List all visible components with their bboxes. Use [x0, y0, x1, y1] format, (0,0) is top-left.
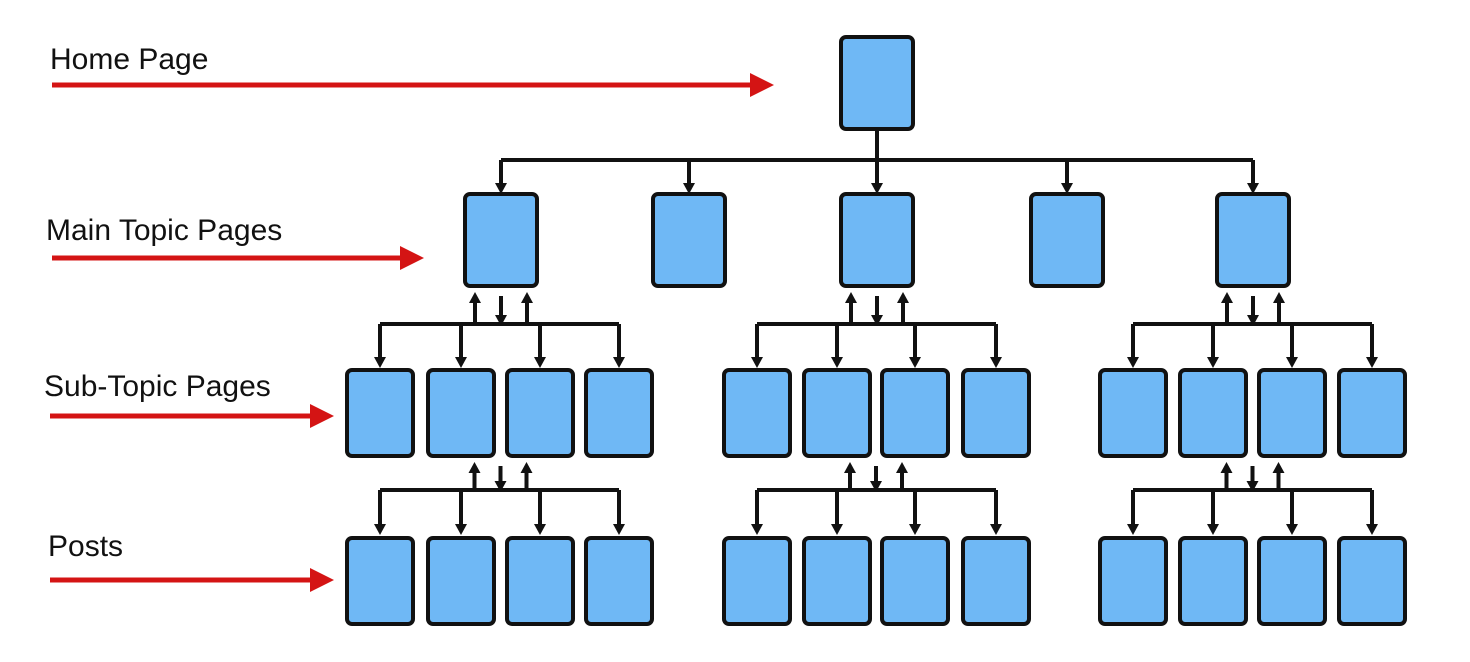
group-2-sub-post-up-head: [896, 462, 908, 473]
group-3-subtopic-box-2: [1178, 368, 1248, 458]
level-label-main: Main Topic Pages: [46, 214, 282, 247]
group-3-post-arrowhead-3: [1286, 524, 1298, 535]
group-2-post-box-4: [961, 536, 1031, 626]
group-3-post-arrowhead-2: [1207, 524, 1219, 535]
group-2-sub-post-down-head: [870, 481, 882, 492]
level-label-sub: Sub-Topic Pages: [44, 370, 271, 403]
group-2-subtopic-box-1: [722, 368, 792, 458]
group-3-subtopic-box-3: [1257, 368, 1327, 458]
group-1-subtopic-box-3: [505, 368, 575, 458]
group-1-sub-post-up-head: [520, 462, 533, 473]
group-2-post-box-1: [722, 536, 792, 626]
group-3-sub-post-up-head: [1220, 462, 1233, 473]
group-2-post-arrowhead-2: [831, 524, 843, 535]
group-3-subtopic-box-4: [1337, 368, 1407, 458]
group-1-sub-arrowhead-2: [455, 357, 467, 368]
red-arrowhead-home: [750, 73, 774, 97]
group-1-main-sub-up-head: [521, 292, 533, 303]
page-boxes: [345, 35, 1407, 626]
group-3-sub-post-up-head: [1272, 462, 1285, 473]
group-2-sub-arrowhead-2: [831, 357, 843, 368]
group-1-sub-arrowhead-4: [613, 357, 625, 368]
group-3-sub-arrowhead-2: [1207, 357, 1219, 368]
level-arrows: [50, 73, 774, 592]
group-2-sub-arrowhead-1: [751, 357, 763, 368]
group-2-main-sub-up-head: [845, 292, 857, 303]
group-2-sub-arrowhead-3: [909, 357, 921, 368]
group-1-subtopic-box-1: [345, 368, 415, 458]
group-1-post-arrowhead-4: [613, 524, 625, 535]
red-arrowhead-main: [400, 246, 424, 270]
group-2-post-arrowhead-4: [990, 524, 1002, 535]
group-3-main-sub-up-head: [1273, 292, 1285, 303]
red-arrowhead-posts: [310, 568, 334, 592]
group-2-subtopic-box-2: [802, 368, 872, 458]
group-2-sub-arrowhead-4: [990, 357, 1002, 368]
group-2-sub-post-up-head: [844, 462, 856, 473]
group-3-post-box-3: [1257, 536, 1327, 626]
group-3-post-box-2: [1178, 536, 1248, 626]
group-1-sub-post-down-head: [494, 481, 507, 492]
group-2-main-sub-up-head: [897, 292, 909, 303]
group-3-subtopic-box-1: [1098, 368, 1168, 458]
group-2-subtopic-box-3: [880, 368, 950, 458]
group-1-post-box-4: [584, 536, 654, 626]
arrowhead-to-main-1: [495, 183, 507, 194]
group-1-post-box-2: [426, 536, 496, 626]
main-topic-box-5: [1215, 192, 1291, 288]
connectors: [374, 129, 1378, 535]
group-1-sub-arrowhead-1: [374, 357, 386, 368]
group-1-sub-post-up-head: [468, 462, 481, 473]
group-1-post-box-1: [345, 536, 415, 626]
group-2-main-sub-down-head: [871, 315, 883, 326]
arrowhead-to-main-4: [1061, 183, 1073, 194]
group-1-sub-arrowhead-3: [534, 357, 546, 368]
group-1-post-arrowhead-3: [534, 524, 546, 535]
main-topic-box-2: [651, 192, 727, 288]
group-2-post-box-3: [880, 536, 950, 626]
group-3-post-box-1: [1098, 536, 1168, 626]
group-3-sub-post-down-head: [1246, 481, 1259, 492]
group-3-post-box-4: [1337, 536, 1407, 626]
group-3-post-arrowhead-4: [1366, 524, 1378, 535]
arrowhead-to-main-2: [683, 183, 695, 194]
arrowhead-to-main-5: [1247, 183, 1259, 194]
group-3-sub-arrowhead-4: [1366, 357, 1378, 368]
group-1-post-arrowhead-1: [374, 524, 386, 535]
level-label-posts: Posts: [48, 530, 123, 563]
group-3-main-sub-up-head: [1221, 292, 1233, 303]
level-label-home: Home Page: [50, 43, 208, 76]
group-1-subtopic-box-2: [426, 368, 496, 458]
main-topic-box-4: [1029, 192, 1105, 288]
red-arrowhead-sub: [310, 404, 334, 428]
group-2-post-box-2: [802, 536, 872, 626]
group-2-post-arrowhead-1: [751, 524, 763, 535]
group-1-post-box-3: [505, 536, 575, 626]
group-1-main-sub-up-head: [469, 292, 481, 303]
group-2-post-arrowhead-3: [909, 524, 921, 535]
group-3-main-sub-down-head: [1247, 315, 1259, 326]
home-page-box: [839, 35, 915, 131]
group-3-sub-arrowhead-3: [1286, 357, 1298, 368]
group-1-post-arrowhead-2: [455, 524, 467, 535]
group-3-post-arrowhead-1: [1127, 524, 1139, 535]
group-1-subtopic-box-4: [584, 368, 654, 458]
main-topic-box-3: [839, 192, 915, 288]
arrowhead-to-main-3: [871, 183, 883, 194]
group-3-sub-arrowhead-1: [1127, 357, 1139, 368]
group-2-subtopic-box-4: [961, 368, 1031, 458]
main-topic-box-1: [463, 192, 539, 288]
group-1-main-sub-down-head: [495, 315, 507, 326]
